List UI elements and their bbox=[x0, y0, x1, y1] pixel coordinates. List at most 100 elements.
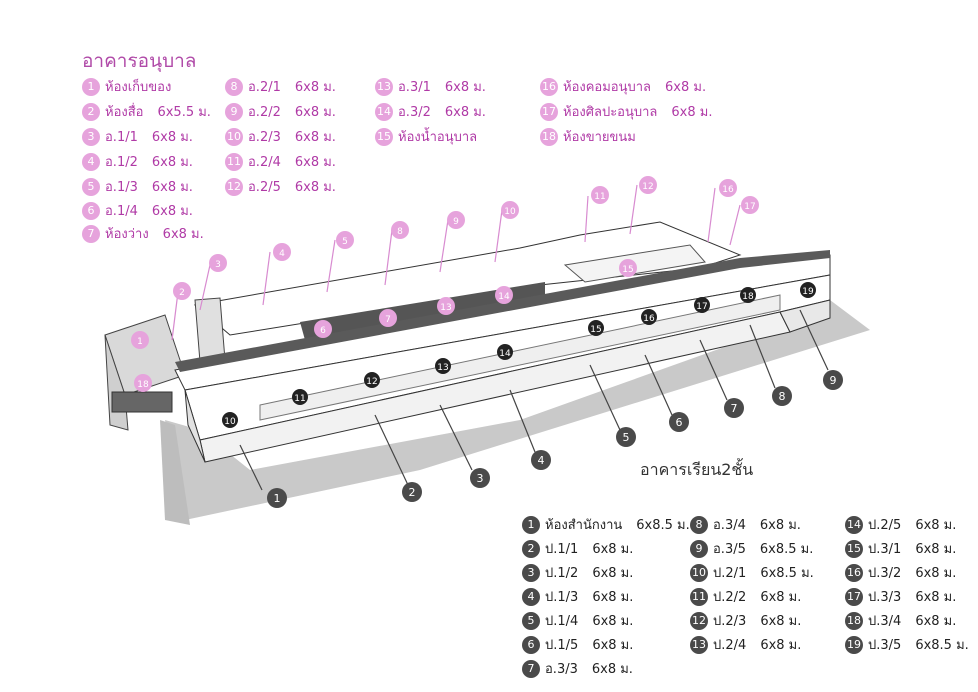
primary-number-badge: 18 bbox=[845, 611, 863, 630]
kindergarten-marker-7: 7 bbox=[379, 309, 397, 327]
building-shadow-left bbox=[160, 420, 190, 525]
primary-room-name: ป.3/5 bbox=[868, 638, 902, 653]
primary-gallery bbox=[259, 294, 781, 421]
kindergarten-number-badge: 10 bbox=[225, 127, 243, 146]
primary-room-name: ป.2/2 bbox=[713, 590, 747, 605]
primary-facade-marker-16: 16 bbox=[641, 309, 657, 325]
kindergarten-marker-12: 12 bbox=[639, 176, 657, 194]
kindergarten-room-size: 6x8 ม. bbox=[294, 180, 336, 195]
primary-room-size: 6x8 ม. bbox=[592, 542, 634, 557]
kindergarten-number-badge: 13 bbox=[375, 77, 393, 96]
primary-room-name: ป.1/4 bbox=[545, 614, 579, 629]
svg-text:19: 19 bbox=[802, 287, 814, 297]
svg-text:7: 7 bbox=[385, 315, 391, 325]
svg-text:16: 16 bbox=[643, 314, 655, 324]
primary-room-size: 6x8 ม. bbox=[915, 542, 957, 557]
kindergarten-room-size: 6x8 ม. bbox=[294, 105, 336, 120]
svg-text:11: 11 bbox=[294, 394, 305, 404]
svg-text:13: 13 bbox=[437, 363, 448, 373]
primary-facade-marker-10: 10 bbox=[222, 412, 238, 428]
kindergarten-room-name: อ.2/1 bbox=[248, 80, 281, 95]
primary-room-name: อ.3/4 bbox=[713, 518, 746, 533]
kindergarten-room-name: ห้องสื่อ bbox=[105, 105, 144, 120]
svg-text:10: 10 bbox=[504, 207, 516, 217]
primary-callout-marker-7: 7 bbox=[724, 398, 744, 418]
svg-text:6: 6 bbox=[320, 326, 326, 336]
primary-number-badge: 12 bbox=[690, 611, 708, 630]
primary-right-end bbox=[779, 299, 831, 333]
primary-room-size: 6x8 ม. bbox=[760, 638, 802, 653]
svg-text:2: 2 bbox=[179, 288, 185, 298]
kindergarten-marker-2: 2 bbox=[173, 282, 191, 300]
primary-room-size: 6x8 ม. bbox=[760, 590, 802, 605]
svg-text:16: 16 bbox=[722, 185, 734, 195]
primary-room-name: ป.3/3 bbox=[868, 590, 902, 605]
primary-callout-marker-9: 9 bbox=[823, 370, 843, 390]
kindergarten-title: อาคารอนุบาล bbox=[82, 50, 197, 72]
kindergarten-room-name: อ.2/5 bbox=[248, 180, 281, 195]
kindergarten-room-name: อ.3/1 bbox=[398, 80, 431, 95]
kindergarten-room-size: 6x8 ม. bbox=[294, 80, 336, 95]
kindergarten-legend-item: 13 อ.3/1 6x8 ม. bbox=[375, 76, 486, 97]
primary-room-size: 6x8.5 ม. bbox=[636, 518, 690, 533]
svg-text:1: 1 bbox=[137, 337, 143, 347]
kindergarten-room-name: อ.1/2 bbox=[105, 155, 138, 170]
primary-number-badge: 3 bbox=[522, 563, 540, 582]
primary-callout-marker-5: 5 bbox=[616, 427, 636, 447]
kindergarten-number-badge: 3 bbox=[82, 127, 100, 146]
svg-text:14: 14 bbox=[498, 292, 510, 302]
kindergarten-room-size: 6x8 ม. bbox=[151, 155, 193, 170]
kindergarten-room-name: อ.2/3 bbox=[248, 130, 281, 145]
kindergarten-room-size: 6x8 ม. bbox=[444, 80, 486, 95]
svg-text:5: 5 bbox=[623, 431, 630, 444]
primary-room-size: 6x8 ม. bbox=[591, 662, 633, 677]
primary-room-name: ป.1/2 bbox=[545, 566, 579, 581]
kindergarten-room-name: อ.1/4 bbox=[105, 204, 138, 219]
kindergarten-number-badge: 9 bbox=[225, 102, 243, 121]
kindergarten-number-badge: 5 bbox=[82, 177, 100, 196]
svg-text:6: 6 bbox=[676, 416, 683, 429]
kindergarten-marker-14: 14 bbox=[495, 286, 513, 304]
primary-facade-marker-15: 15 bbox=[588, 320, 604, 336]
primary-room-size: 6x8 ม. bbox=[592, 638, 634, 653]
primary-title: อาคารเรียน2ชั้น bbox=[640, 460, 754, 479]
svg-text:9: 9 bbox=[830, 374, 837, 387]
kindergarten-room-size: 6x5.5 ม. bbox=[157, 105, 211, 120]
kindergarten-room-name: ห้องขายขนม bbox=[563, 130, 636, 145]
primary-number-badge: 9 bbox=[690, 539, 708, 558]
kindergarten-number-badge: 8 bbox=[225, 77, 243, 96]
primary-number-badge: 19 bbox=[845, 635, 863, 654]
primary-callout-marker-4: 4 bbox=[531, 450, 551, 470]
primary-number-badge: 5 bbox=[522, 611, 540, 630]
kindergarten-marker-3: 3 bbox=[209, 254, 227, 272]
kindergarten-room-name: ห้องเก็บของ bbox=[105, 80, 172, 95]
primary-room-size: 6x8.5 ม. bbox=[915, 638, 969, 653]
kindergarten-number-badge: 14 bbox=[375, 102, 393, 121]
primary-left-end bbox=[184, 389, 206, 463]
primary-room-size: 6x8 ม. bbox=[915, 518, 957, 533]
kindergarten-marker-18: 18 bbox=[134, 374, 152, 392]
kindergarten-room-name: ห้องว่าง bbox=[105, 227, 149, 242]
kindergarten-room-name: อ.1/3 bbox=[105, 180, 138, 195]
primary-leaders bbox=[239, 309, 829, 491]
svg-text:2: 2 bbox=[409, 486, 416, 499]
kindergarten-courtyard bbox=[300, 282, 545, 340]
kindergarten-room-name: อ.1/1 bbox=[105, 130, 138, 145]
kindergarten-marker-10: 10 bbox=[501, 201, 519, 219]
primary-number-badge: 4 bbox=[522, 587, 540, 606]
